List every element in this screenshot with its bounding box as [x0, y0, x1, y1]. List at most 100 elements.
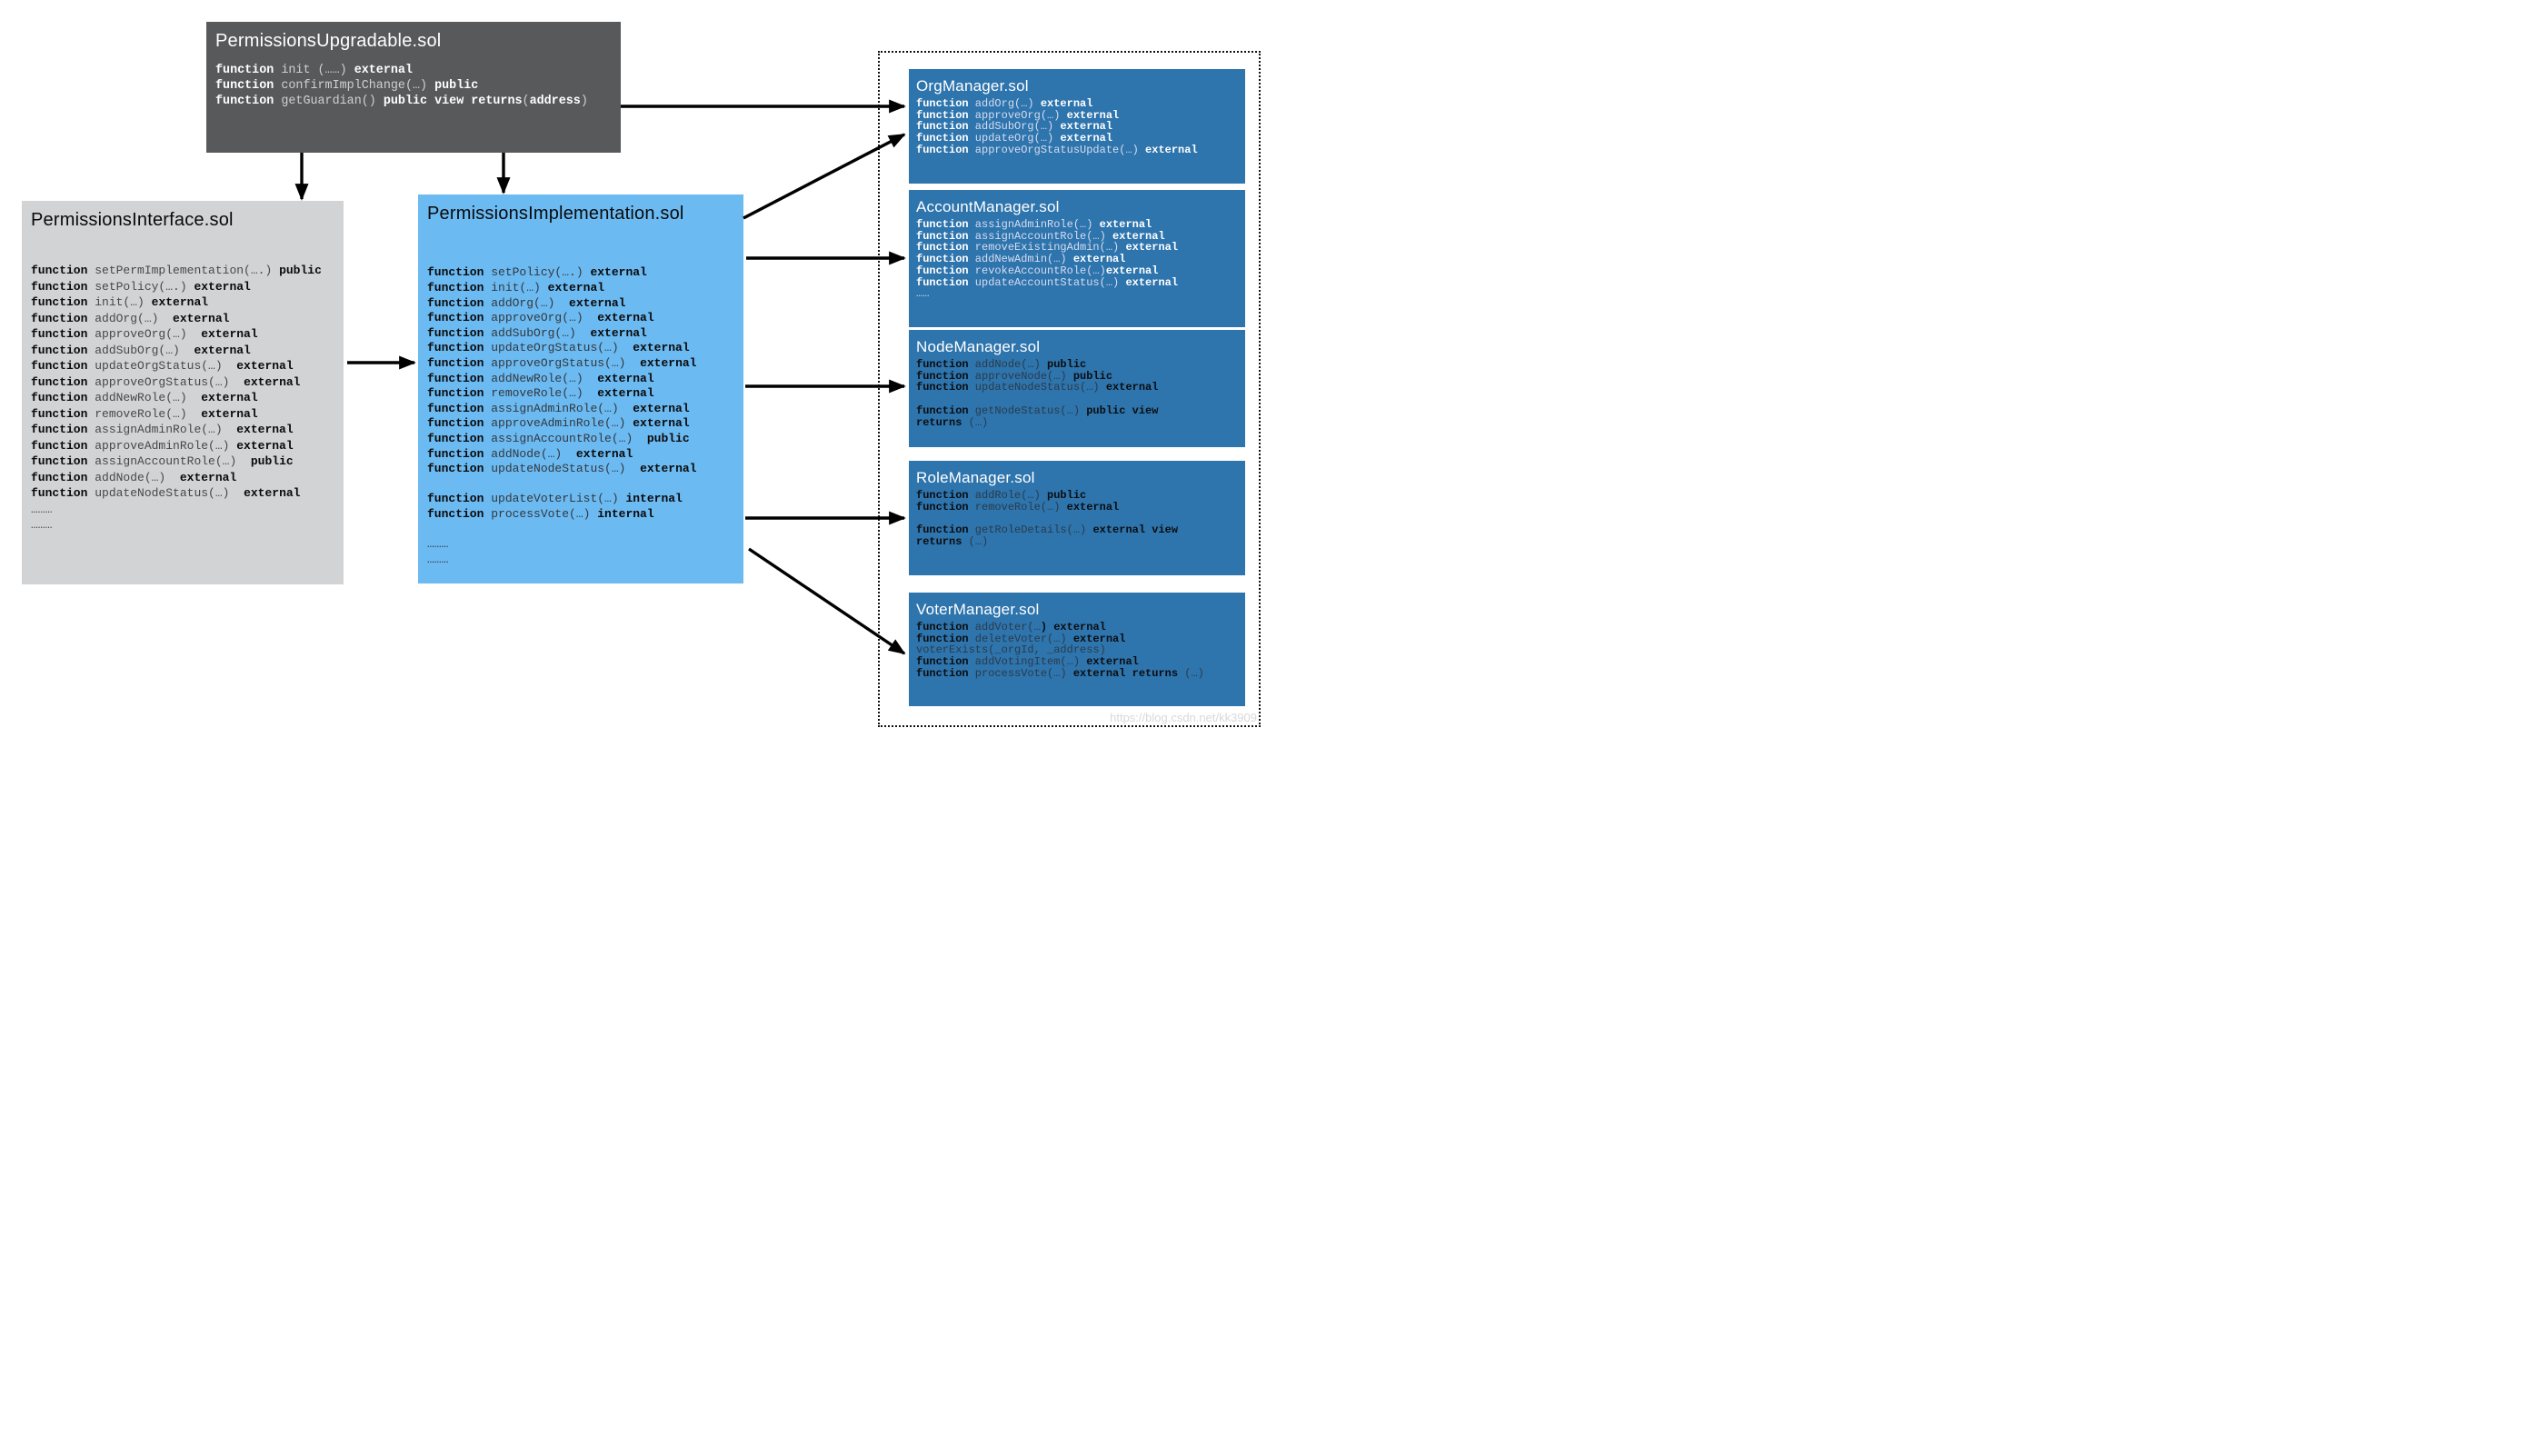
solidity-keyword: external [244, 374, 301, 389]
code-line: function updateVoterList(…) internal [427, 492, 740, 507]
identifier-text: addNewAdmin(…) [968, 253, 1073, 266]
solidity-keyword: public [434, 79, 479, 94]
code-line: function updateOrg(…) external [916, 133, 1242, 145]
solidity-keyword: function [31, 279, 88, 294]
identifier-text: assignAccountRole(…) [87, 454, 251, 469]
code-line: function setPermImplementation(….) publi… [31, 263, 340, 279]
identifier-text: addNode(…) [87, 470, 180, 484]
identifier-text: assignAdminRole(…) [484, 401, 633, 415]
code-line: ……… [31, 517, 340, 534]
identifier-text: approveOrgStatusUpdate(…) [968, 143, 1146, 156]
code-line: function approveAdminRole(…) external [427, 416, 740, 432]
solidity-keyword: function [215, 64, 274, 78]
contract-title: OrgManager.sol [916, 77, 1029, 95]
solidity-keyword: function [215, 79, 274, 94]
solidity-keyword: returns [916, 415, 962, 429]
solidity-keyword: function [916, 621, 969, 634]
solidity-keyword: function [427, 295, 484, 310]
code-line: function addRole(…) public [916, 490, 1242, 502]
code-line: function getGuardian() public view retur… [215, 94, 617, 109]
identifier-text: addNode(…) [968, 358, 1048, 372]
solidity-keyword: external [1060, 120, 1113, 134]
code-line: function updateOrgStatus(…) external [31, 358, 340, 374]
solidity-keyword: function [31, 264, 88, 278]
identifier-text: getRoleDetails(…) [968, 524, 1093, 537]
solidity-keyword: ) external [1040, 621, 1106, 634]
solidity-keyword: external view [1092, 524, 1179, 537]
solidity-keyword: function [916, 489, 969, 503]
code-line: function addVoter(…) external [916, 622, 1242, 633]
contract-box-role-manager: RoleManager.sol function addRole(…) publ… [909, 461, 1245, 575]
solidity-keyword: external [640, 355, 697, 370]
code-line: function processVote(…) external returns… [916, 666, 1242, 680]
identifier-text: addVotingItem(…) [968, 655, 1087, 669]
code-line: function assignAdminRole(…) external [916, 219, 1242, 231]
solidity-keyword: public [1072, 369, 1113, 383]
manager-contracts-group-border [878, 51, 1261, 727]
code-line: function assignAccountRole(…) external [916, 230, 1242, 243]
solidity-keyword: function [31, 391, 88, 405]
solidity-keyword: external returns [1072, 666, 1179, 680]
identifier-text: approveAdminRole(…) [87, 438, 237, 453]
code-line: function init(…) external [31, 294, 340, 311]
identifier-text: revokeAccountRole(…) [968, 264, 1106, 277]
contract-box-permissions-interface: PermissionsInterface.sol function setPer… [22, 201, 344, 584]
solidity-keyword: external [1145, 143, 1198, 156]
code-line: ……… [427, 553, 740, 568]
solidity-keyword: function [427, 341, 484, 355]
identifier-text: removeRole(…) [484, 386, 598, 401]
solidity-keyword: function [916, 241, 969, 254]
identifier-text: getNodeStatus(…) [968, 404, 1087, 417]
identifier-text: approveOrgStatus(…) [87, 374, 244, 389]
contract-architecture-diagram: PermissionsUpgradable.sol function init … [0, 0, 1262, 728]
code-line: ……… [31, 502, 340, 518]
code-line: function processVote(…) internal [427, 507, 740, 523]
code-line: function revokeAccountRole(…)external [916, 264, 1242, 277]
contract-title: PermissionsInterface.sol [31, 210, 234, 230]
code-line: function addSubOrg(…) external [916, 121, 1242, 133]
code-line: returns (…) [916, 415, 1242, 429]
solidity-keyword: function [916, 108, 969, 122]
solidity-keyword: external [590, 325, 647, 340]
code-line: function removeExistingAdmin(…) external [916, 242, 1242, 254]
solidity-keyword: external [201, 406, 258, 421]
code-line: function addOrg(…) external [31, 311, 340, 327]
solidity-keyword: function [916, 666, 969, 680]
code-line: function getNodeStatus(…) public view [916, 404, 1242, 417]
contract-box-org-manager: OrgManager.sol function addOrg(…) extern… [909, 69, 1245, 184]
solidity-keyword: external [575, 446, 633, 461]
solidity-keyword: function [31, 406, 88, 421]
contract-box-node-manager: NodeManager.sol function addNode(…) publ… [909, 330, 1245, 447]
code-line: function setPolicy(….) external [427, 265, 740, 281]
solidity-keyword: function [31, 423, 88, 437]
solidity-keyword: external [1072, 632, 1126, 645]
solidity-keyword: external [569, 295, 626, 310]
solidity-keyword: function [916, 358, 969, 372]
solidity-keyword: public [250, 454, 294, 469]
code-line: function approveNode(…) public [916, 369, 1242, 383]
identifier-text: assignAccountRole(…) [484, 431, 647, 445]
code-line: function addNewRole(…) external [427, 372, 740, 387]
solidity-keyword: function [916, 275, 969, 289]
code-line: function addSubOrg(…) external [427, 326, 740, 342]
solidity-keyword: function [427, 265, 484, 280]
identifier-text: ( [522, 95, 530, 109]
solidity-keyword: public view [1086, 404, 1159, 417]
code-line: function approveAdminRole(…) external [31, 438, 340, 454]
identifier-text: init (……) [274, 64, 354, 78]
code-line: function approveOrgStatus(…) external [31, 374, 340, 391]
solidity-keyword: external [633, 416, 690, 431]
solidity-keyword: returns [916, 534, 962, 548]
solidity-keyword: function [916, 218, 969, 232]
solidity-keyword: function [916, 404, 969, 417]
code-line: function addNewAdmin(…) external [916, 254, 1242, 265]
code-line: function deleteVoter(…) external [916, 633, 1242, 645]
identifier-text: ……… [31, 502, 53, 516]
code-line: ……… [427, 537, 740, 553]
solidity-keyword: public [646, 431, 690, 445]
identifier-text: setPolicy(….) [484, 265, 591, 280]
code-line [427, 522, 740, 537]
solidity-keyword: function [427, 416, 484, 431]
solidity-keyword: external [1105, 381, 1159, 394]
